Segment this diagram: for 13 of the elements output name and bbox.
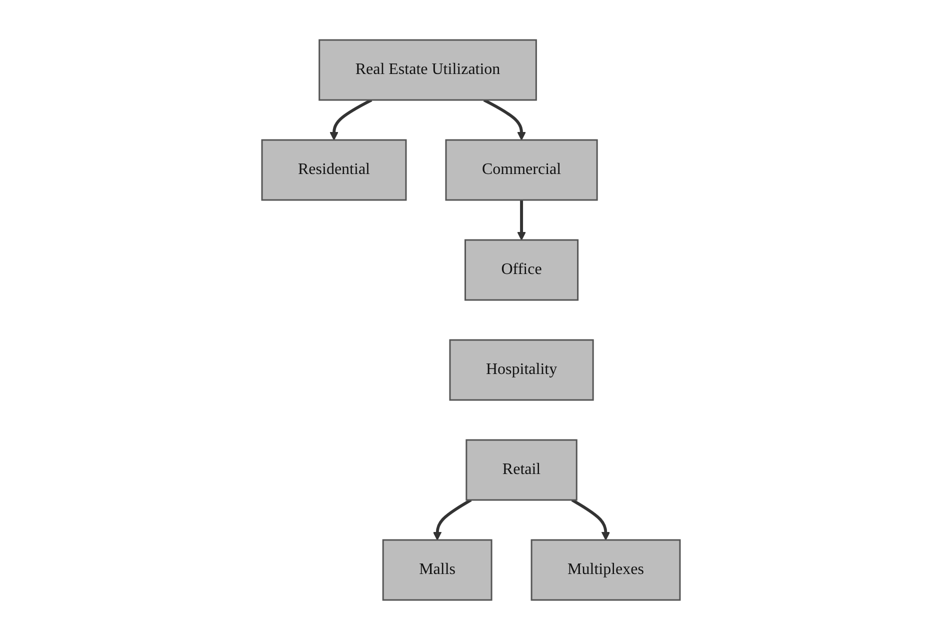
arrow (329, 98, 372, 140)
node-box: Retail (465, 438, 577, 500)
arrow (432, 498, 472, 540)
node-box: Residential (260, 138, 406, 200)
node-box: Malls (382, 538, 492, 600)
node-box: Multiplexes (530, 538, 680, 600)
node-box: Hospitality (448, 338, 594, 400)
node-box: Office (464, 238, 578, 300)
arrow (482, 98, 526, 140)
arrow (516, 200, 526, 240)
node-box: Commercial (444, 138, 598, 200)
node-box: Real Estate Utilization (318, 38, 536, 100)
arrow (570, 498, 610, 540)
